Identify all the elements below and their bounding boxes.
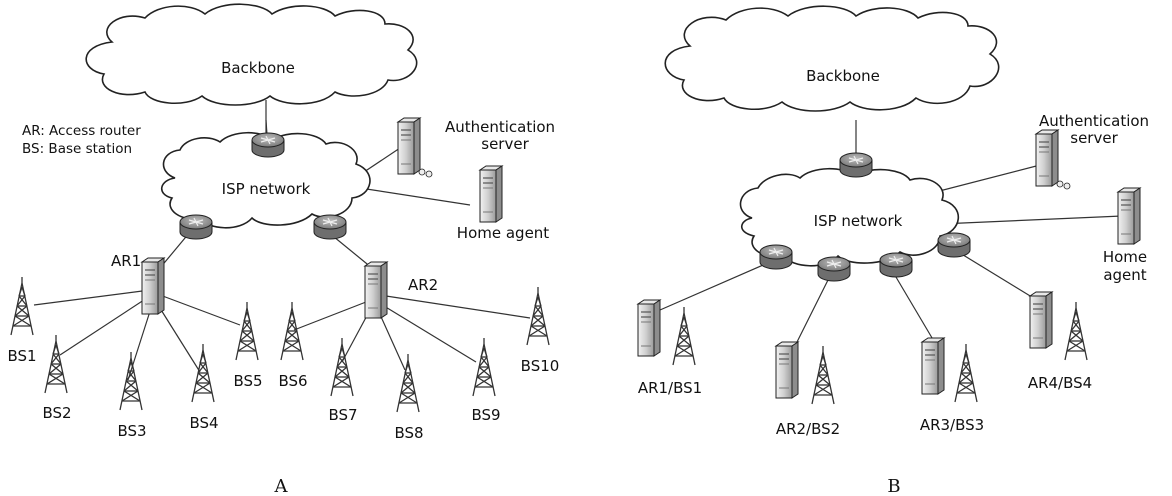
bs3-tower-icon [119, 351, 143, 411]
bs4-tower-icon [191, 343, 215, 403]
auth-server-b-label-line2: server [1070, 129, 1118, 147]
isp-network-label-b: ISP network [814, 212, 903, 230]
ar3-bs3-tower-icon [954, 343, 978, 403]
isp-router-b4-icon [937, 232, 971, 258]
ar2-bs2-tower-icon [811, 345, 835, 405]
bs6-tower-icon [280, 301, 304, 361]
bs10-tower-icon [526, 286, 550, 346]
backbone-cloud-b [664, 5, 1000, 112]
ar1-bs1-server-icon [637, 299, 661, 357]
bs5-label: BS5 [233, 372, 262, 390]
bs3-label: BS3 [117, 422, 146, 440]
legend-ar: AR: Access router [22, 123, 141, 139]
panel-b-links [659, 120, 1123, 353]
auth-server-label-line1: Authentication [445, 118, 555, 136]
bs10-label: BS10 [521, 357, 560, 375]
bs2-tower-icon [44, 334, 68, 394]
ar2-bs2-server-icon [775, 341, 799, 399]
bs1-tower-icon [10, 276, 34, 336]
backbone-cloud [85, 3, 418, 106]
home-agent-b-label-line2: agent [1103, 266, 1146, 284]
isp-router-right-icon [313, 214, 347, 240]
bs5-tower-icon [235, 301, 259, 361]
panel-a-caption: A [274, 476, 289, 496]
ar4-bs4-server-icon [1029, 291, 1053, 349]
isp-router-b1-icon [759, 244, 793, 270]
auth-server-icon [397, 117, 421, 175]
ar1-bs1-tower-icon [672, 306, 696, 366]
panel-b-caption: B [887, 476, 900, 496]
ar3-bs3-label: AR3/BS3 [920, 416, 984, 434]
bs8-tower-icon [396, 353, 420, 413]
isp-router-b2-icon [817, 256, 851, 282]
home-agent-b-label-line1: Home [1103, 248, 1147, 266]
ar1-server-icon [141, 257, 165, 315]
auth-server-b-label-line1: Authentication [1039, 112, 1149, 130]
bs8-label: BS8 [394, 424, 423, 442]
ar1-label: AR1 [111, 252, 141, 270]
bs9-label: BS9 [471, 406, 500, 424]
ar3-bs3-server-icon [921, 337, 945, 395]
home-agent-b-icon [1117, 187, 1141, 245]
isp-router-left-icon [179, 214, 213, 240]
auth-server-label-line2: server [481, 135, 529, 153]
bs9-tower-icon [472, 337, 496, 397]
bs4-label: BS4 [189, 414, 218, 432]
backbone-router-icon [251, 132, 285, 158]
ar4-bs4-tower-icon [1064, 301, 1088, 361]
backbone-label-b: Backbone [806, 67, 880, 85]
bs7-label: BS7 [328, 406, 357, 424]
bs2-label: BS2 [42, 404, 71, 422]
legend-bs: BS: Base station [22, 141, 132, 157]
home-agent-label: Home agent [457, 224, 550, 242]
panel-b: Backbone ISP network Authentication serv… [637, 5, 1149, 496]
ar4-bs4-label: AR4/BS4 [1028, 374, 1092, 392]
backbone-router-b-icon [839, 152, 873, 178]
panel-a: Backbone ISP network AR: Access router B… [7, 3, 560, 496]
auth-server-b-icon [1035, 129, 1059, 187]
isp-router-b3-icon [879, 252, 913, 278]
ar2-label: AR2 [408, 276, 438, 294]
bs1-label: BS1 [7, 347, 36, 365]
backbone-label: Backbone [221, 59, 295, 77]
ar2-server-icon [364, 261, 388, 319]
ar1-bs1-label: AR1/BS1 [638, 379, 702, 397]
ar2-bs2-label: AR2/BS2 [776, 420, 840, 438]
bs6-label: BS6 [278, 372, 307, 390]
home-agent-server-icon [479, 165, 503, 223]
isp-network-label: ISP network [222, 180, 311, 198]
